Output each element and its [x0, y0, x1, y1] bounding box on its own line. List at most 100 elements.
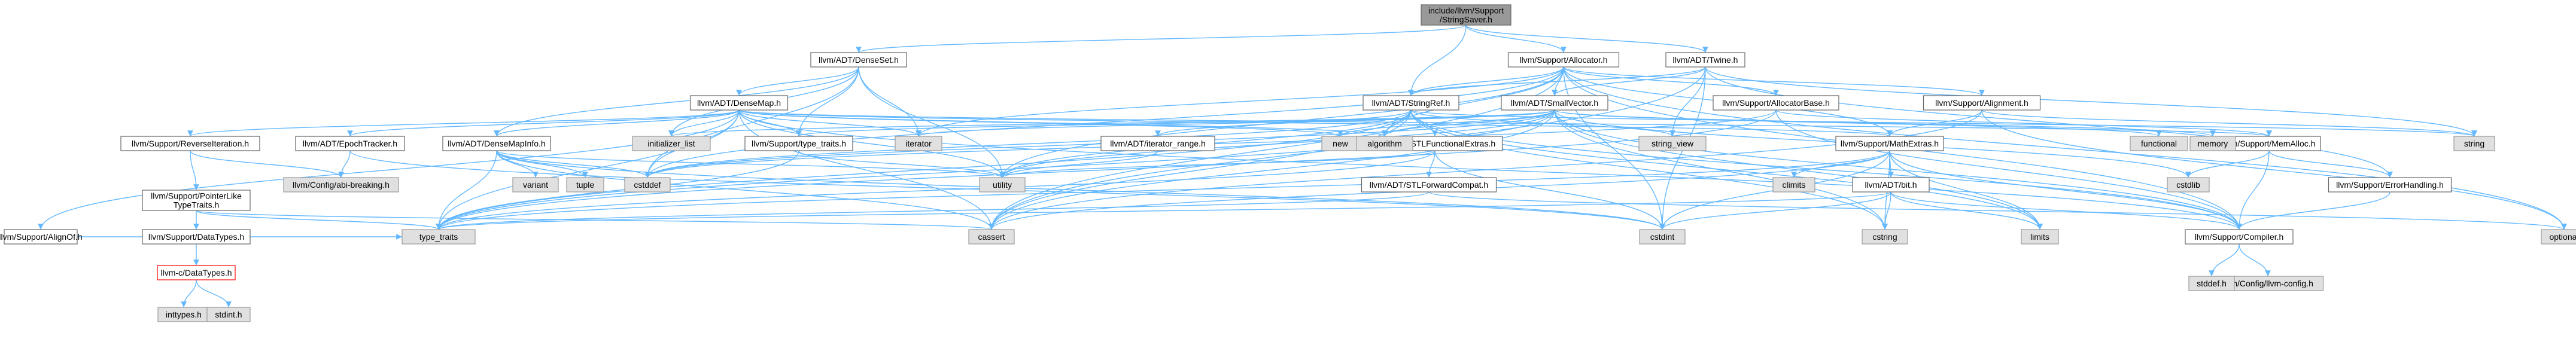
node-compiler[interactable]: llvm/Support/Compiler.h — [2185, 229, 2294, 245]
node-iteratorrange[interactable]: llvm/ADT/iterator_range.h — [1100, 136, 1215, 151]
node-label-stringref: llvm/ADT/StringRef.h — [1372, 98, 1450, 108]
node-stlforward[interactable]: llvm/ADT/STLForwardCompat.h — [1361, 177, 1497, 193]
node-box-stdint — [206, 307, 251, 322]
node-alignment[interactable]: llvm/Support/Alignment.h — [1923, 95, 2041, 111]
edge-alignment-to-mathextras — [1887, 109, 1982, 137]
edge-stringref-to-stringview — [1410, 109, 1675, 137]
node-epochtracker[interactable]: llvm/ADT/EpochTracker.h — [295, 136, 405, 151]
node-root[interactable]: include/llvm/Support/StringSaver.h — [1421, 4, 1511, 26]
node-alignof[interactable]: llvm/Support/AlignOf.h — [0, 229, 83, 245]
node-allocatorbase[interactable]: llvm/Support/AllocatorBase.h — [1713, 95, 1839, 111]
node-box-initlist — [632, 136, 711, 151]
node-box-typetraitsstd — [402, 229, 476, 245]
node-densemapinfo[interactable]: llvm/ADT/DenseMapInfo.h — [442, 136, 551, 151]
node-box-smallvector — [1501, 95, 1608, 111]
edge-smallvector-to-iterator — [916, 109, 1555, 137]
node-label-pointerlike: TypeTraits.h — [174, 200, 220, 210]
node-cstdlib: cstdlib — [2167, 177, 2210, 193]
node-label-cassert: cassert — [978, 232, 1005, 242]
node-box-allocatorbase — [1713, 95, 1839, 111]
node-denseset[interactable]: llvm/ADT/DenseSet.h — [810, 52, 907, 68]
edge-smallvector-to-algorithm — [1382, 109, 1555, 137]
node-label-limits: limits — [2030, 232, 2049, 242]
node-label-pointerlike: llvm/Support/PointerLike — [151, 191, 242, 201]
node-stringref[interactable]: llvm/ADT/StringRef.h — [1362, 95, 1459, 111]
node-box-variant — [512, 177, 559, 193]
node-box-memory — [2189, 136, 2236, 151]
node-label-compiler: llvm/Support/Compiler.h — [2195, 232, 2284, 242]
node-datatypes[interactable]: llvm/Support/DataTypes.h — [142, 229, 251, 245]
node-box-bit — [1852, 177, 1930, 193]
node-twine[interactable]: llvm/ADT/Twine.h — [1665, 52, 1745, 68]
node-label-allocatorbase: llvm/Support/AllocatorBase.h — [1722, 98, 1830, 108]
node-tuple: tuple — [566, 177, 604, 193]
node-allocator[interactable]: llvm/Support/Allocator.h — [1507, 52, 1620, 68]
edge-smallvector-to-functional — [1554, 109, 2162, 137]
node-bit[interactable]: llvm/ADT/bit.h — [1852, 177, 1930, 193]
node-box-root — [1421, 4, 1511, 26]
edges-layer — [38, 25, 2567, 308]
node-mathextras[interactable]: llvm/Support/MathExtras.h — [1835, 136, 1944, 151]
edge-reverseiteration-to-pointerlike — [190, 150, 199, 191]
node-limits: limits — [2021, 229, 2059, 245]
edge-densemap-to-utility — [738, 109, 1005, 178]
node-label-cstdlib: cstdlib — [2176, 180, 2200, 190]
node-box-limits — [2021, 229, 2059, 245]
node-box-stddef — [2188, 276, 2235, 291]
node-label-new: new — [1333, 139, 1349, 148]
node-abibreaking: llvm/Config/abi-breaking.h — [283, 177, 399, 193]
node-label-initlist: initializer_list — [647, 139, 695, 148]
node-label-stringview: string_view — [1652, 139, 1694, 148]
node-cstddef: cstddef — [624, 177, 671, 193]
node-label-alignment: llvm/Support/Alignment.h — [1935, 98, 2028, 108]
edge-cdatatypes-to-stdint — [196, 279, 232, 308]
node-label-bit: llvm/ADT/bit.h — [1865, 180, 1917, 190]
edge-mathextras-to-typetraitsstd — [436, 150, 1890, 230]
edge-stlforward-to-typetraitsstd — [436, 191, 1430, 230]
edge-twine-to-string — [1705, 66, 2477, 137]
edge-denseset-to-utility — [858, 66, 1005, 178]
edge-allocator-to-cstddef — [644, 66, 1564, 178]
node-errorhandling[interactable]: llvm/Support/ErrorHandling.h — [2328, 177, 2452, 193]
node-stdint: stdint.h — [206, 307, 251, 322]
node-label-stlforward: llvm/ADT/STLForwardCompat.h — [1370, 180, 1488, 190]
node-box-cdatatypes — [157, 265, 236, 280]
node-label-variant: variant — [523, 180, 548, 190]
edge-pointerlike-to-typetraitsstd — [196, 210, 442, 230]
node-box-cstdint — [1639, 229, 1686, 245]
edge-densemapinfo-to-cassert — [496, 150, 994, 230]
edge-allocatorbase-to-compiler — [1775, 109, 2242, 230]
edge-smallvector-to-cstring — [1554, 109, 1888, 230]
edge-compiler-to-llvmconfig — [2239, 243, 2271, 277]
node-optional: optional — [2541, 229, 2576, 245]
edge-alignment-to-string — [1981, 109, 2477, 137]
edge-mathextras-to-limits — [1889, 150, 2043, 230]
node-smallvector[interactable]: llvm/ADT/SmallVector.h — [1501, 95, 1608, 111]
edge-bit-to-cstdint — [1659, 191, 1891, 230]
edge-densemap-to-new — [738, 109, 1343, 137]
node-reverseiteration[interactable]: llvm/Support/ReverseIteration.h — [120, 136, 260, 151]
node-box-stringref — [1362, 95, 1459, 111]
node-label-mathextras: llvm/Support/MathExtras.h — [1841, 139, 1939, 148]
edge-densemap-to-cassert — [738, 109, 994, 230]
node-box-compiler — [2185, 229, 2294, 245]
node-box-reverseiteration — [120, 136, 260, 151]
edge-stlfunctional-to-cstdint — [1434, 150, 1665, 230]
node-label-functional: functional — [2141, 139, 2177, 148]
node-cdatatypes[interactable]: llvm-c/DataTypes.h — [157, 265, 236, 280]
edge-smallvector-to-new — [1337, 109, 1555, 137]
node-densemap[interactable]: llvm/ADT/DenseMap.h — [689, 95, 789, 111]
node-box-mathextras — [1835, 136, 1944, 151]
node-box-tuple — [566, 177, 604, 193]
node-typetraits[interactable]: llvm/Support/type_traits.h — [744, 136, 853, 151]
node-box-allocator — [1507, 52, 1620, 68]
node-label-typetraitsstd: type_traits — [419, 232, 458, 242]
edge-stringref-to-cstddef — [644, 109, 1412, 178]
edge-errorhandling-to-compiler — [2236, 191, 2391, 230]
node-box-twine — [1665, 52, 1745, 68]
edge-densemap-to-memalloc — [738, 109, 2271, 137]
edge-alignment-to-optional — [1981, 109, 2567, 230]
node-utility: utility — [979, 177, 1026, 193]
